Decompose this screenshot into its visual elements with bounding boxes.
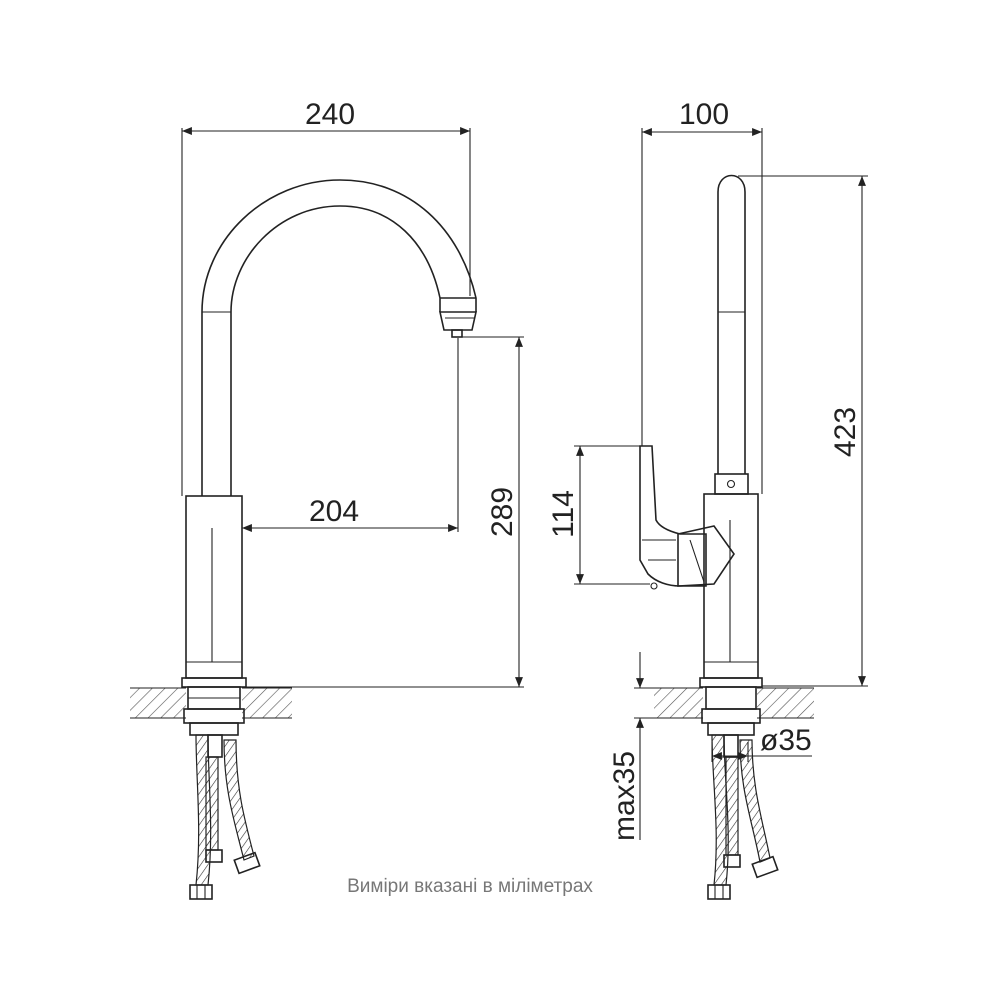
dimension-240: 240	[181, 98, 471, 496]
dimension-diameter-35: ø35	[711, 724, 812, 762]
dimension-240-label: 240	[305, 98, 355, 131]
dimension-204: 204	[242, 338, 459, 532]
dimension-diameter-35-label: ø35	[760, 724, 812, 757]
dimension-289: 289	[246, 336, 524, 688]
front-countertop	[130, 684, 292, 724]
dimension-114-label: 114	[547, 490, 580, 538]
dimension-204-label: 204	[309, 495, 359, 528]
dimension-289-label: 289	[486, 487, 519, 537]
dimension-max35: max35	[608, 652, 660, 841]
dimension-100-label: 100	[679, 98, 729, 131]
dimension-423: 423	[738, 175, 868, 687]
side-lever-handle	[639, 445, 735, 590]
units-caption: Виміри вказані в міліметрах	[347, 876, 593, 897]
front-hoses	[189, 734, 261, 900]
front-view: 240 204 289	[130, 98, 524, 900]
front-faucet-body	[181, 495, 247, 758]
side-countertop	[654, 684, 814, 724]
side-hoses	[707, 734, 779, 900]
dimension-100: 100	[641, 98, 763, 494]
side-view: 100 423 114 max35	[547, 98, 868, 900]
dimension-423-label: 423	[829, 407, 862, 457]
front-spout	[201, 179, 477, 496]
dimension-114: 114	[547, 445, 650, 585]
side-spout	[714, 174, 749, 495]
dimension-max35-label: max35	[608, 751, 641, 841]
